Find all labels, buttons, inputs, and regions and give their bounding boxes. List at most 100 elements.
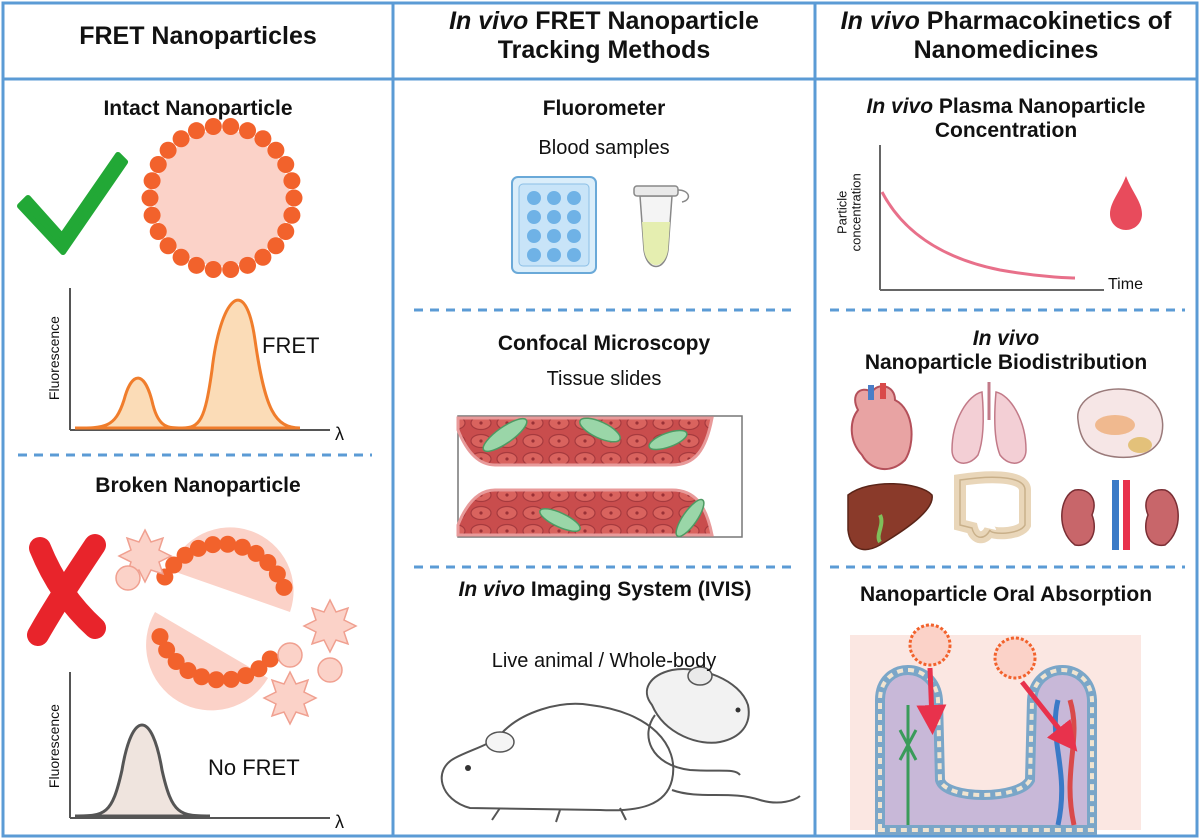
nanoparticle-bead [176, 546, 194, 564]
plate-well [527, 248, 541, 262]
burst-shape [262, 670, 318, 726]
cross-icon [27, 534, 106, 646]
nanoparticle-bead [239, 256, 257, 274]
nanoparticle-bead [149, 222, 167, 240]
lungs-icon [951, 382, 1027, 464]
section-subtitle: Live animal / Whole-body [491, 650, 717, 672]
nanoparticle-bead [159, 141, 177, 159]
nanoparticle-bead [143, 172, 161, 190]
nanoparticle-bead [172, 248, 190, 266]
heart-icon [850, 383, 913, 470]
plate-well [567, 229, 581, 243]
nanoparticle-bead [285, 189, 303, 207]
intact-nanoparticle [141, 118, 303, 278]
nanoparticle-bead [233, 538, 251, 556]
mouse-small [645, 666, 750, 776]
nanoparticle-bead [141, 189, 159, 207]
burst-shape [302, 598, 358, 654]
plate-well [567, 210, 581, 224]
plate-well [567, 191, 581, 205]
section-subtitle: Blood samples [538, 137, 670, 159]
plot-ylabel: Particle concentration [834, 173, 864, 252]
nanoparticle-bead [151, 628, 169, 646]
well-plate [511, 176, 597, 274]
nanoparticle-bead [149, 156, 167, 174]
nanoparticle-bead [275, 578, 293, 596]
nanoparticle-bead [277, 222, 295, 240]
column-header: In vivo Pharmacokinetics of Nanomedicine… [840, 7, 1172, 64]
plate-well [527, 210, 541, 224]
blood-drop-icon [1110, 176, 1142, 230]
plot-annotation: FRET [262, 333, 320, 358]
nanoparticle-bead [283, 206, 301, 224]
plate-well [527, 191, 541, 205]
brain-icon [1077, 388, 1164, 459]
nanoparticle-bead [167, 652, 185, 670]
nanoparticle-bead [239, 122, 257, 140]
fret-spectrum [74, 298, 301, 430]
nanoparticle-bead [259, 554, 277, 572]
blood-tube [633, 185, 690, 268]
nanoparticle-bead [143, 206, 161, 224]
villi-illustration [850, 623, 1141, 835]
plate-well [547, 191, 561, 205]
plot-xlabel: λ [335, 812, 344, 832]
nanoparticle-bead [204, 536, 222, 554]
section-title: In vivo Imaging System (IVIS) [458, 578, 752, 601]
no-fret-spectrum [74, 723, 211, 818]
column-header: In vivo FRET Nanoparticle Tracking Metho… [449, 7, 759, 64]
check-icon [17, 152, 128, 255]
plot-annotation: No FRET [208, 755, 300, 780]
section-title: Fluorometer [542, 97, 666, 120]
nanoparticle-bead [254, 130, 272, 148]
plate-well [547, 210, 561, 224]
section-title: In vivo Nanoparticle Biodistribution [864, 327, 1148, 375]
plate-well [567, 248, 581, 262]
nanoparticle-bead [267, 141, 285, 159]
tissue-slide [456, 415, 743, 538]
intestine-icon [954, 471, 1031, 544]
nanoparticle-bead [222, 118, 240, 136]
nanoparticle-bead [222, 670, 240, 688]
plot-xlabel: λ [335, 424, 344, 444]
nanoparticle-bead [158, 641, 176, 659]
nanoparticle-bead [261, 650, 279, 668]
nanoparticle-bead [250, 660, 268, 678]
mouse-large [440, 702, 801, 823]
nanoparticle-bead [267, 237, 285, 255]
section-title: In vivo Plasma Nanoparticle Concentratio… [866, 95, 1146, 143]
nanoparticle-bead [277, 156, 295, 174]
kidneys-icon [1061, 480, 1179, 550]
nanoparticle-bead [179, 662, 197, 680]
nanoparticle-bead [159, 237, 177, 255]
concentration-plot [879, 145, 1104, 291]
nanoparticle-bead [187, 256, 205, 274]
nanoparticle-bead [268, 565, 286, 583]
section-title: Broken Nanoparticle [95, 474, 301, 497]
nanoparticle-bead [254, 248, 272, 266]
no-fret-plot [69, 672, 330, 819]
section-title: Intact Nanoparticle [103, 97, 293, 120]
plate-well [547, 229, 561, 243]
section-dividers [18, 308, 1185, 569]
plot-ylabel: Fluorescence [45, 704, 62, 789]
section-title: Nanoparticle Oral Absorption [859, 583, 1153, 606]
decay-curve [880, 191, 1076, 280]
fret-plot [69, 288, 330, 431]
plate-well [547, 248, 561, 262]
broken-nanoparticle [115, 527, 358, 726]
nanoparticle-bead [247, 544, 265, 562]
column-header: FRET Nanoparticles [79, 22, 317, 50]
nanoparticle-bead [193, 668, 211, 686]
nanoparticle-bead [189, 539, 207, 557]
section-title: Confocal Microscopy [497, 332, 711, 355]
nanoparticle-bead [165, 556, 183, 574]
plate-well [527, 229, 541, 243]
nanoparticle-bead [172, 130, 190, 148]
nanoparticle-bead [204, 118, 222, 136]
nanoparticle-bead [204, 260, 222, 278]
plot-ylabel: Fluorescence [45, 316, 62, 401]
